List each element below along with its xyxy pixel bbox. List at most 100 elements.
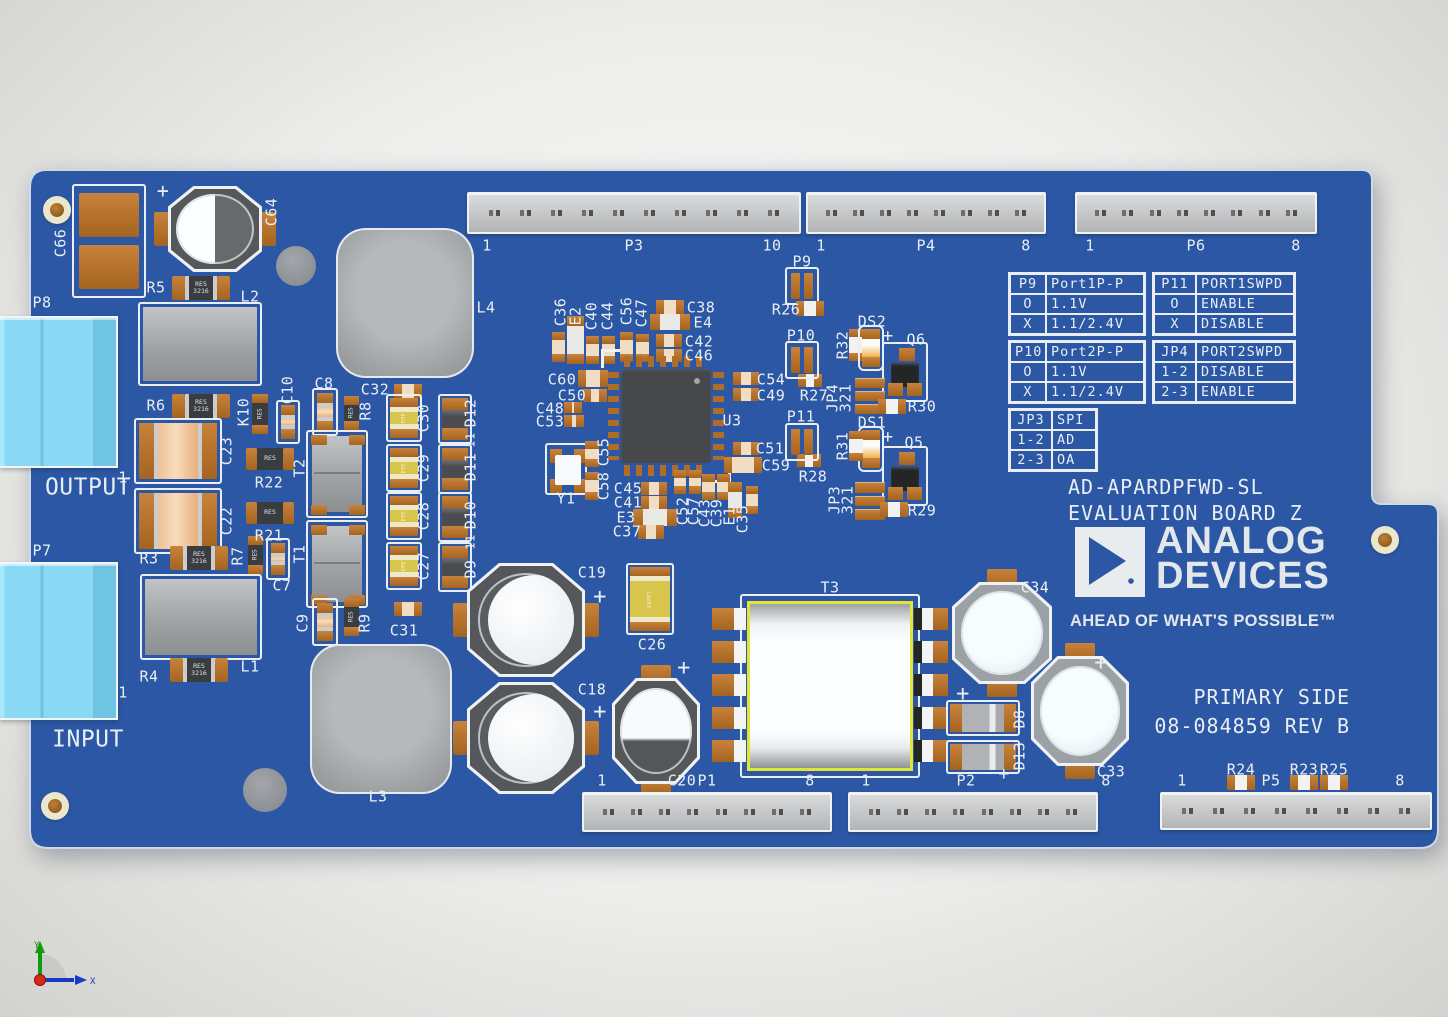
connector-P6-pins (1087, 207, 1305, 219)
table-cell: 1-2 (1010, 430, 1052, 450)
component-C10 (276, 400, 300, 444)
label-: + (998, 763, 1010, 785)
component-R21: RES (246, 502, 294, 524)
connector-P5-pins (1172, 805, 1420, 817)
pin-pair (1122, 210, 1134, 216)
label-u3: U3 (722, 411, 742, 430)
pin-pair (644, 210, 655, 216)
pin-pair (953, 809, 965, 815)
part-number: 08-084859 REV B (1154, 714, 1350, 738)
connector-P2-pins (860, 806, 1086, 818)
component-R24 (1227, 775, 1255, 790)
label-c51: C51 (755, 439, 785, 458)
connector-P8-pin1: 1 (118, 468, 128, 487)
label-c28: C28 (414, 501, 433, 531)
pin-pair (1066, 809, 1078, 815)
component-T3 (712, 594, 948, 778)
label-e3: E3 (616, 508, 636, 527)
label-c19: C19 (577, 563, 607, 582)
pin-pair (800, 809, 812, 815)
component-C7 (266, 538, 290, 580)
table-cell: X (1010, 382, 1046, 402)
component-C28: KEMET (386, 492, 422, 540)
table-cell: 2-3 (1154, 382, 1196, 402)
component-C42 (656, 334, 682, 347)
component-C43 (702, 474, 715, 500)
label-: + (956, 681, 970, 707)
connector-P6-label: P6 (1186, 236, 1206, 255)
component-C66 (72, 184, 146, 298)
pin-pair (1275, 808, 1286, 814)
pin-pair (981, 809, 993, 815)
component-C23 (134, 418, 222, 484)
adi-logo-word2: DEVICES (1156, 555, 1330, 597)
label-d12: D12 (461, 398, 480, 428)
connector-P5-pin-last: 8 (1395, 771, 1405, 790)
table-cell: 1.1V (1046, 294, 1144, 314)
pin-pair (768, 210, 779, 216)
axis-x-label: X (90, 977, 96, 987)
label-11: 11 (463, 432, 478, 448)
component-R22: RES (246, 448, 294, 470)
label-c47: C47 (632, 298, 651, 328)
connector-P5-label: P5 (1261, 771, 1281, 790)
component-C58 (585, 472, 599, 500)
orientation-axis: Y X (34, 941, 96, 987)
pin-pair (582, 210, 593, 216)
label-c48: C48 (535, 399, 565, 418)
component-R8: RES (344, 396, 359, 430)
pin-pair (613, 210, 624, 216)
component-JP3 (855, 482, 885, 521)
output-label: OUTPUT (44, 474, 132, 501)
connector-P2-pin-first: 1 (861, 771, 871, 790)
component-C36 (552, 332, 565, 362)
pin-pair (772, 809, 784, 815)
table-cell: P9 (1010, 274, 1046, 294)
side-info: PRIMARY SIDE 08-084859 REV B (1060, 683, 1350, 741)
connector-P3-pins (479, 207, 789, 219)
component-K10: RES (252, 394, 268, 434)
pin-pair (880, 210, 891, 216)
pin-pair (1368, 808, 1379, 814)
component-C9 (312, 598, 338, 646)
connector-P3-label: P3 (624, 236, 644, 255)
component-R23 (1290, 775, 1318, 790)
board-title: AD-APARDPFWD-SL EVALUATION BOARD Z (1068, 474, 1303, 526)
component-C26: KEMET (626, 563, 674, 635)
label-r28: R28 (798, 467, 828, 486)
component-C46 (656, 349, 682, 362)
connector-P4 (806, 192, 1046, 234)
label-: + (593, 584, 607, 610)
pin-pair (826, 210, 837, 216)
label-c29: C29 (414, 453, 433, 483)
label-c30: C30 (414, 403, 433, 433)
axis-origin-dot (34, 974, 46, 986)
connector-P1-pin-last: 8 (805, 771, 815, 790)
axis-y-arrow (35, 941, 45, 953)
component-R30 (878, 399, 906, 414)
pin-pair (630, 809, 642, 815)
component-Q6 (882, 342, 928, 402)
component-C33 (1031, 643, 1129, 779)
label-r5: R5 (146, 278, 166, 297)
label-c35: C35 (733, 504, 752, 534)
table-cell: O (1010, 294, 1046, 314)
component-JP4 (855, 378, 885, 414)
component-R25 (1320, 775, 1348, 790)
label-r25: R25 (1319, 760, 1349, 779)
connector-P6 (1075, 192, 1317, 234)
label-: + (882, 325, 894, 347)
table-cell: P10 (1010, 342, 1046, 362)
board-title-line2: EVALUATION BOARD Z (1068, 501, 1303, 525)
table-cell: O (1154, 294, 1196, 314)
component-C52 (674, 470, 686, 494)
component-R31 (849, 431, 863, 461)
label-q6: Q6 (906, 330, 926, 349)
adi-logo-word1: ANALOG (1156, 520, 1327, 562)
label-r21: R21 (254, 526, 284, 545)
connector-P5 (1160, 792, 1432, 830)
pin-pair (988, 210, 999, 216)
table-cell: JP4 (1154, 342, 1196, 362)
component-L1 (140, 574, 262, 660)
